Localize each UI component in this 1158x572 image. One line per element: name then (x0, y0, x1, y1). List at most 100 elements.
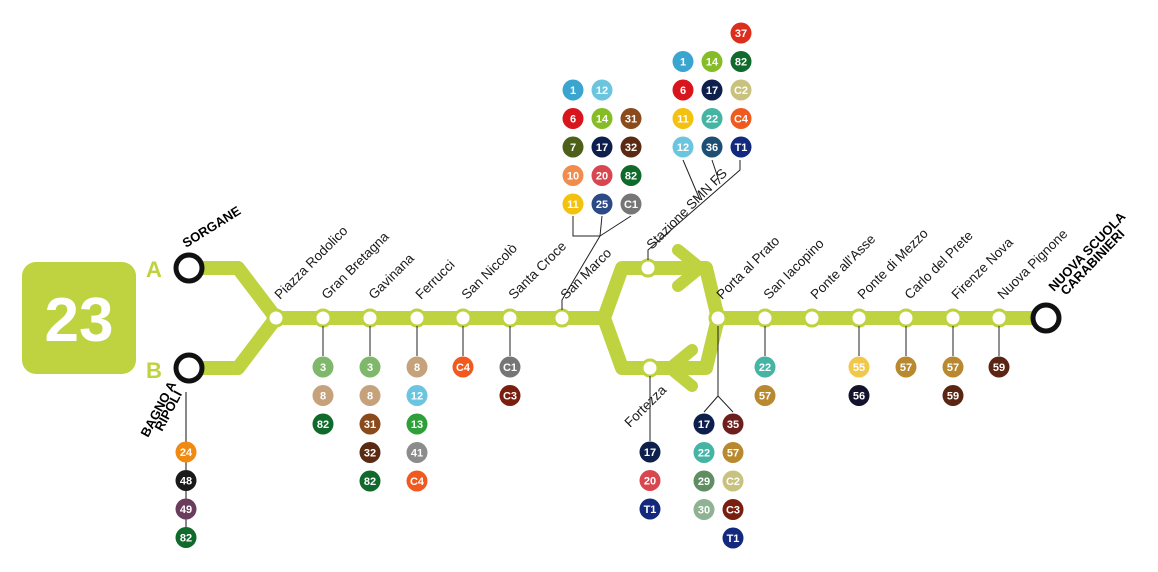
route-dot-37 (730, 22, 752, 44)
route-number-C2: C2 (726, 476, 740, 488)
connections-nuova-pignone: 59 (988, 356, 1010, 378)
terminus-end-label-1: NUOVA SCUOLA (1045, 208, 1128, 294)
line-number-badge (22, 262, 136, 374)
route-number-C2: C2 (734, 85, 748, 97)
route-number-C1: C1 (624, 199, 638, 211)
route-dot-82 (175, 527, 197, 548)
route-dot-10 (562, 165, 584, 186)
route-number-82: 82 (735, 57, 747, 69)
route-dot-57 (895, 356, 917, 378)
route-number-48: 48 (180, 476, 192, 488)
route-dot-C1 (620, 193, 642, 215)
route-dot-32 (359, 442, 381, 463)
terminus-end: NUOVA SCUOLA CARABINIERI (1030, 208, 1129, 334)
route-number-14: 14 (706, 57, 719, 69)
route-number-3: 3 (367, 362, 373, 374)
route-dot-6 (672, 79, 694, 101)
route-dot-82 (359, 470, 381, 492)
route-number-32: 32 (625, 142, 637, 154)
route-dot-17 (639, 441, 661, 463)
route-dot-C4 (730, 108, 752, 129)
route-number-1: 1 (680, 57, 686, 69)
stop-marker (896, 308, 916, 328)
route-dot-14 (591, 108, 613, 129)
stop-marker (849, 308, 869, 328)
route-dot-57 (754, 385, 776, 406)
route-dot-17 (701, 79, 723, 101)
route-number-22: 22 (706, 114, 718, 126)
route-number-8: 8 (320, 391, 326, 403)
route-number-20: 20 (596, 171, 608, 183)
route-dot-8 (312, 385, 334, 406)
stop-label: Fortezza (622, 382, 670, 430)
loop-track (597, 261, 725, 375)
stop-label: Gavinana (366, 250, 418, 302)
route-number-30: 30 (698, 505, 710, 517)
route-dot-11 (562, 193, 584, 215)
route-number-12: 12 (677, 142, 689, 154)
route-dot-41 (406, 442, 428, 463)
route-dot-55 (848, 356, 870, 378)
route-dot-22 (701, 108, 723, 129)
stop-label: Stazione SMN FS (644, 166, 730, 252)
route-number-25: 25 (596, 199, 608, 211)
terminus-a-label: SORGANE (180, 203, 244, 251)
route-number-20: 20 (644, 476, 656, 488)
connector-line (561, 215, 632, 310)
route-number-29: 29 (698, 476, 710, 488)
route-number-17: 17 (698, 419, 710, 431)
route-dot-3 (312, 356, 334, 378)
route-number-59: 59 (947, 391, 959, 403)
line-number: 23 (45, 286, 114, 355)
route-dot-11 (672, 108, 694, 129)
route-dot-57 (942, 356, 964, 378)
route-dot-C4 (406, 470, 428, 492)
route-number-56: 56 (853, 391, 865, 403)
route-number-41: 41 (411, 448, 423, 460)
route-number-82: 82 (180, 533, 192, 545)
route-dot-T1 (639, 498, 661, 520)
route-number-13: 13 (411, 419, 423, 431)
route-number-49: 49 (180, 504, 192, 516)
branch-a-letter: A (146, 257, 162, 282)
route-dot-T1 (722, 527, 744, 549)
stop-marker (407, 308, 427, 328)
route-number-10: 10 (567, 171, 579, 183)
route-dot-12 (591, 79, 613, 101)
route-dot-12 (406, 385, 428, 406)
route-number-T1: T1 (727, 533, 740, 545)
stop-marker (708, 308, 728, 328)
route-dot-49 (175, 498, 197, 520)
route-dot-T1 (730, 136, 752, 158)
stop-marker (943, 308, 963, 328)
route-number-8: 8 (367, 391, 373, 403)
route-dot-57 (722, 442, 744, 463)
connections-san-iacopino: 22 57 (754, 356, 776, 406)
route-number-57: 57 (759, 391, 771, 403)
route-number-C1: C1 (503, 362, 517, 374)
route-number-8: 8 (414, 362, 420, 374)
stop-marker (755, 308, 775, 328)
route-number-22: 22 (759, 362, 771, 374)
stop-marker (360, 308, 380, 328)
route-dot-13 (406, 413, 428, 435)
route-number-37: 37 (735, 28, 747, 40)
route-dot-C3 (499, 385, 521, 406)
branch-a-track (183, 261, 283, 325)
route-dot-31 (359, 413, 381, 435)
branch-b-track (183, 311, 283, 375)
route-number-31: 31 (364, 419, 376, 431)
route-dot-82 (312, 413, 334, 435)
route-dot-30 (693, 499, 715, 520)
route-number-T1: T1 (644, 504, 657, 516)
route-dot-17 (591, 136, 613, 158)
route-number-24: 24 (180, 447, 193, 459)
